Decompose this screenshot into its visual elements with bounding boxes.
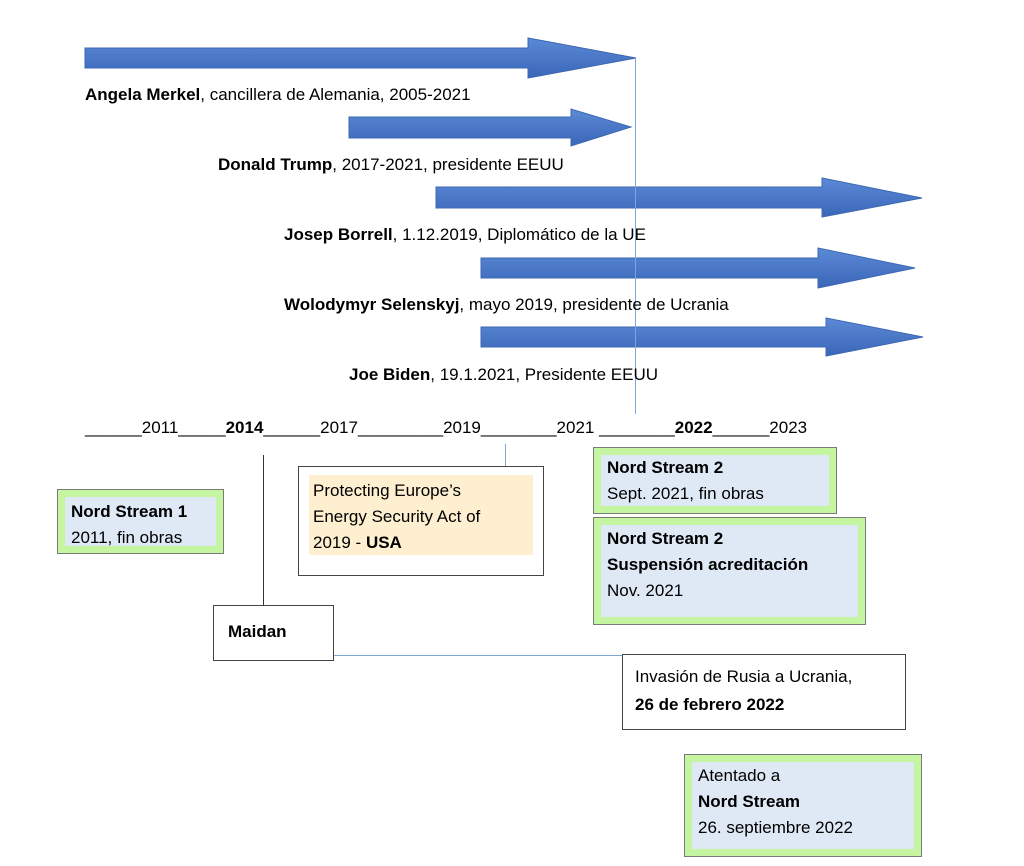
box-text: Atentado a [698,766,781,785]
box-text: Nov. 2021 [607,581,684,600]
label-text: , cancillera de Alemania, 2005-2021 [200,85,471,104]
box-text: Invasión de Rusia a Ucrania, [635,667,853,686]
arrow-merkel [84,37,637,79]
label-text: , mayo 2019, presidente de Ucrania [459,295,729,314]
year-2017: 2017 [320,418,358,437]
box-title: Nord Stream 2 [607,458,724,477]
timeline: ______2011_____2014______2017_________20… [85,418,808,437]
box-nord-stream-2-obras: Nord Stream 2 Sept. 2021, fin obras [593,447,837,514]
box-text: 2011, fin obras [71,528,183,547]
box-subtitle: Suspensión acreditación [607,555,809,574]
connector-2014 [263,455,264,605]
year-2022: 2022 [674,418,713,437]
label-merkel: Angela Merkel, cancillera de Alemania, 2… [85,85,471,105]
label-biden: Joe Biden, 19.1.2021, Presidente EEUU [349,365,658,385]
box-nord-stream-2-suspension: Nord Stream 2 Suspensión acreditación No… [593,517,866,625]
label-name: Josep Borrell [284,225,393,244]
label-name: Donald Trump [218,155,333,174]
box-bold: Nord Stream [698,792,801,811]
box-invasion: Invasión de Rusia a Ucrania, 26 de febre… [622,654,906,730]
year-2019: 2019 [443,418,481,437]
year-2014: 2014 [225,418,264,437]
label-text: , 19.1.2021, Presidente EEUU [430,365,658,384]
line-2021 [635,58,636,414]
box-title: Maidan [228,622,287,641]
connector-2019 [505,444,506,466]
label-trump: Donald Trump, 2017-2021, presidente EEUU [218,155,564,175]
box-maidan: Maidan [213,605,334,661]
arrow-trump [348,108,633,147]
box-text: 26. septiembre 2022 [698,818,853,837]
label-text: , 2017-2021, presidente EEUU [332,155,564,174]
arrow-borrell [435,177,923,218]
box-bold: 26 de febrero 2022 [635,695,785,714]
box-text: Energy Security Act of [313,507,481,526]
box-atentado: Atentado a Nord Stream 26. septiembre 20… [684,754,922,857]
label-name: Angela Merkel [85,85,201,104]
year-2011: 2011 [141,418,179,437]
box-peesa: Protecting Europe’s Energy Security Act … [298,466,544,576]
label-borrell: Josep Borrell, 1.12.2019, Diplomático de… [284,225,646,245]
connector-maidan [333,655,623,656]
year-2023: 2023 [769,418,808,437]
label-name: Wolodymyr Selenskyj [284,295,460,314]
box-bold: USA [365,533,402,552]
box-title: Nord Stream 2 [607,529,724,548]
year-2021: 2021 [556,418,595,437]
box-nord-stream-1: Nord Stream 1 2011, fin obras [57,489,224,554]
box-text: Sept. 2021, fin obras [607,484,764,503]
box-title: Nord Stream 1 [71,502,188,521]
label-selenskyj: Wolodymyr Selenskyj, mayo 2019, presiden… [284,295,729,315]
label-text: , 1.12.2019, Diplomático de la UE [392,225,646,244]
box-text: 2019 - [313,533,366,552]
box-text: Protecting Europe’s [313,481,462,500]
arrow-biden [480,317,924,357]
label-name: Joe Biden [349,365,431,384]
arrow-selenskyj [480,247,916,289]
